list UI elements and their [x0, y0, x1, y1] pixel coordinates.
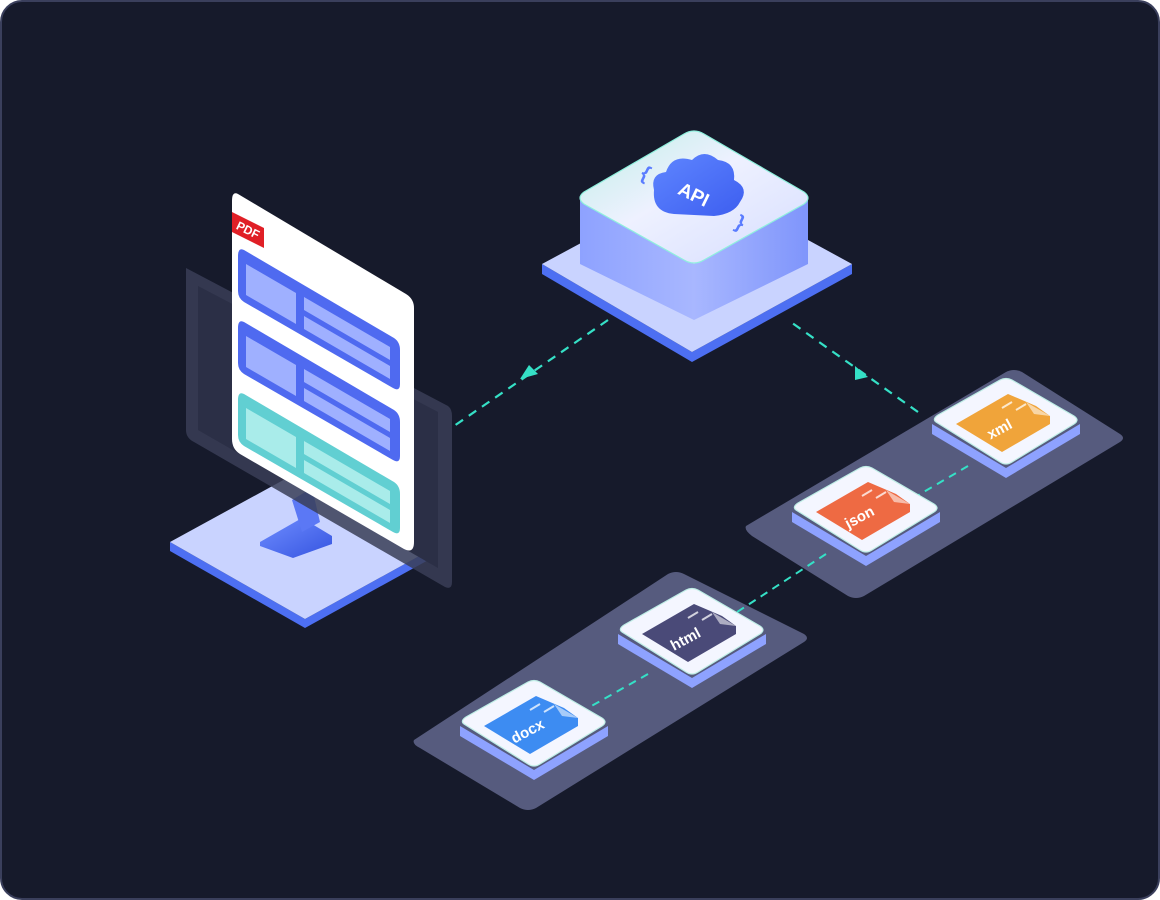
code-icon — [642, 604, 736, 662]
format-tile-edge — [618, 634, 766, 688]
lines-icon — [484, 696, 578, 754]
format-tile-json: json — [792, 465, 940, 566]
file-glyph-icon — [861, 489, 887, 499]
format-tray-upper — [745, 370, 1123, 598]
format-tile-xml: xml — [932, 377, 1080, 478]
pdf-card-3-line-2 — [304, 460, 390, 523]
file-corner-icon — [1026, 402, 1050, 416]
file-glyph-icon — [1001, 401, 1027, 411]
format-tile-html: html — [618, 587, 766, 688]
arrow-to-pdf-icon — [520, 365, 538, 379]
pdf-card-1-thumb — [246, 264, 296, 324]
api-node: API { } — [542, 130, 852, 362]
format-tile-edge — [792, 512, 940, 566]
pdf-badge — [232, 212, 264, 248]
file-corner-icon — [712, 612, 736, 626]
pdf-document: PDF — [232, 193, 414, 551]
link-html-docx — [587, 673, 649, 709]
pdf-card-3-line-1 — [304, 441, 390, 504]
format-tray-lower — [413, 572, 807, 810]
arrow-to-api-icon — [855, 366, 868, 380]
link-json-html — [733, 553, 827, 615]
format-tile-docx: docx — [460, 679, 608, 780]
file-corner-icon — [554, 704, 578, 718]
api-cube-side — [580, 198, 808, 320]
pdf-card-2-thumb — [246, 336, 296, 396]
file-corner-icon — [886, 490, 910, 504]
file-glyph-icon — [687, 611, 713, 621]
code-icon — [956, 394, 1050, 452]
braces-icon — [816, 482, 910, 540]
format-tile-edge — [460, 726, 608, 780]
pdf-card-1-line-1 — [304, 297, 390, 360]
pdf-card-1-line-2 — [304, 316, 390, 379]
connectors — [453, 319, 919, 427]
pdf-card-2-line-2 — [304, 388, 390, 451]
file-glyph-icon — [529, 703, 555, 713]
connector-formats-to-api — [787, 319, 919, 413]
link-xml-json — [909, 465, 969, 501]
format-tile-edge — [932, 424, 1080, 478]
api-cloud-icon — [653, 154, 744, 216]
format-links — [587, 465, 969, 709]
pdf-card-3-thumb — [246, 408, 296, 468]
monitor-base-edge — [170, 542, 432, 628]
monitor-stand — [260, 518, 332, 558]
pdf-card-2-line-1 — [304, 369, 390, 432]
